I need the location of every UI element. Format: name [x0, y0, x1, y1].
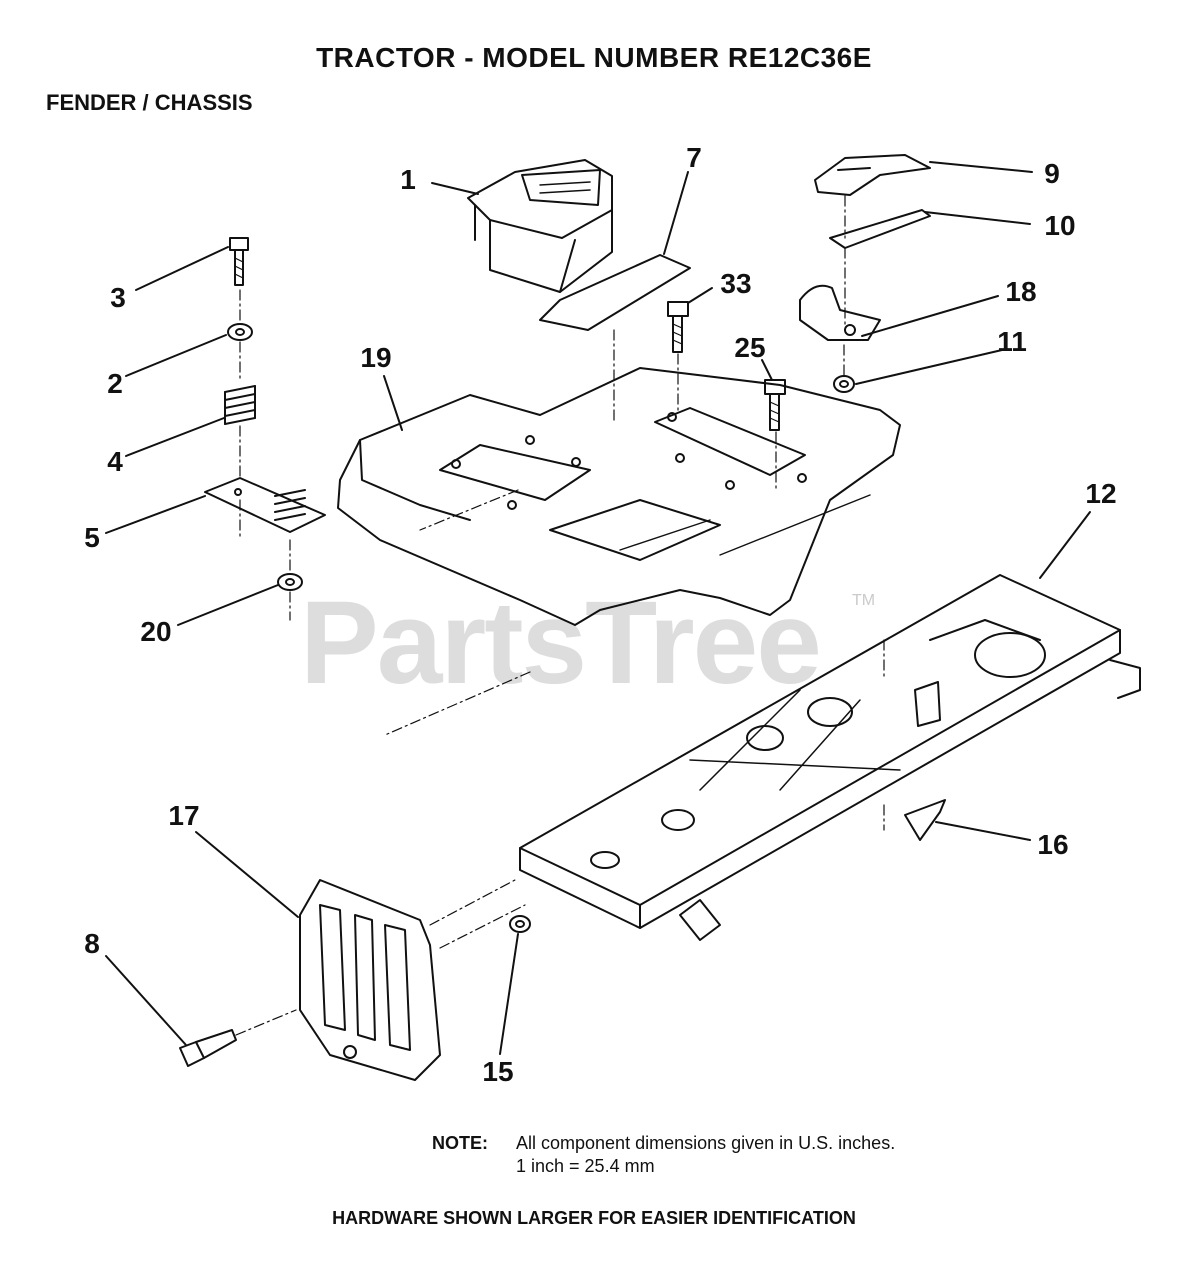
callout-20: 20: [140, 616, 172, 647]
callout-19: 19: [360, 342, 392, 373]
part-10-plate: [829, 209, 931, 249]
part-1-battery-box: [467, 159, 613, 293]
part-12-chassis-frame: [519, 574, 1141, 941]
watermark-tm: TM: [852, 592, 876, 609]
callout-17: 17: [168, 800, 200, 831]
part-2-washer: [227, 323, 253, 341]
leader-lines: [105, 161, 1091, 1055]
part-8-bolt: [179, 1029, 237, 1067]
callout-10: 10: [1044, 210, 1076, 241]
part-15-nut: [509, 915, 531, 933]
part-11-nut: [833, 375, 855, 393]
callout-18: 18: [1005, 276, 1037, 307]
callout-5: 5: [84, 522, 100, 553]
part-19-fender: [337, 367, 901, 626]
watermark-text: PartsTree: [300, 577, 822, 709]
part-16-bracket: [904, 799, 946, 841]
part-18-clamp: [799, 284, 881, 341]
note-label: NOTE:: [432, 1133, 488, 1153]
callout-2: 2: [107, 368, 123, 399]
callout-3: 3: [110, 282, 126, 313]
callout-11: 11: [997, 326, 1027, 357]
callout-15: 15: [482, 1056, 514, 1087]
part-20-washer: [277, 573, 303, 591]
section-title: FENDER / CHASSIS: [46, 90, 253, 115]
part-7-pad: [539, 254, 691, 331]
note-line-1: All component dimensions given in U.S. i…: [516, 1133, 896, 1153]
part-33-bolt: [667, 301, 689, 353]
part-17-front-bracket: [299, 879, 441, 1081]
part-4-spring: [224, 385, 256, 425]
callout-4: 4: [107, 446, 123, 477]
callout-16: 16: [1037, 829, 1069, 860]
callout-9: 9: [1044, 158, 1060, 189]
note-line-2: 1 inch = 25.4 mm: [516, 1156, 655, 1176]
part-25-bolt: [764, 379, 786, 431]
part-5-plate: [204, 477, 326, 533]
callout-1: 1: [400, 164, 416, 195]
footer-note: HARDWARE SHOWN LARGER FOR EASIER IDENTIF…: [332, 1208, 856, 1228]
construction-lines: [235, 195, 885, 1036]
callout-7: 7: [686, 142, 702, 173]
part-9-bracket: [814, 154, 931, 196]
callout-12: 12: [1085, 478, 1117, 509]
callout-25: 25: [734, 332, 766, 363]
diagram-title: TRACTOR - MODEL NUMBER RE12C36E: [316, 42, 872, 73]
callout-33: 33: [720, 268, 752, 299]
callout-8: 8: [84, 928, 100, 959]
part-3-bolt: [229, 237, 249, 286]
